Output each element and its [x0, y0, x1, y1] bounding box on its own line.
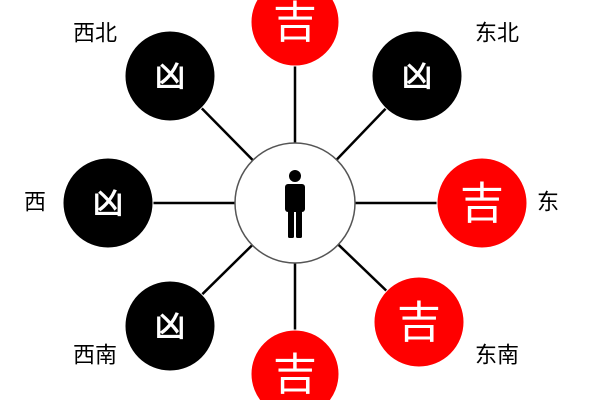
direction-label-northeast: 东北 [475, 22, 519, 47]
node-circle-northwest [124, 30, 216, 122]
direction-label-southeast: 东南 [475, 344, 519, 369]
node-west: 凶 [62, 157, 154, 249]
direction-label-east: 东 [537, 191, 559, 216]
spoke-northwest [200, 107, 254, 162]
node-glyph-southwest: 凶 [155, 310, 185, 345]
node-east: 吉 [436, 157, 528, 249]
node-glyph-east: 吉 [460, 179, 504, 230]
node-northwest: 凶 [124, 30, 216, 122]
node-circle-southeast [373, 276, 465, 368]
node-circle-south [250, 329, 340, 400]
node-circle-east [436, 157, 528, 249]
node-glyph-south: 吉 [273, 350, 317, 400]
node-glyph-west: 凶 [93, 187, 123, 222]
center-node [234, 142, 356, 264]
spoke-northeast [335, 107, 387, 161]
node-circle-southwest [124, 280, 216, 372]
node-north: 吉 [250, 0, 340, 67]
node-northeast: 凶 [371, 30, 463, 122]
node-southeast: 吉 [373, 276, 465, 368]
direction-label-west: 西 [24, 191, 46, 216]
spoke-southeast [337, 243, 388, 292]
spoke-southwest [201, 244, 254, 296]
direction-label-northwest: 西北 [73, 22, 117, 47]
node-glyph-northwest: 凶 [155, 60, 185, 95]
node-south: 吉 [250, 329, 340, 400]
node-glyph-north: 吉 [273, 0, 317, 49]
direction-label-southwest: 西南 [73, 344, 117, 369]
node-glyph-southeast: 吉 [397, 298, 441, 349]
node-southwest: 凶 [124, 280, 216, 372]
node-glyph-northeast: 凶 [402, 60, 432, 95]
node-circle-northeast [371, 30, 463, 122]
node-circle-west [62, 157, 154, 249]
spokes [153, 66, 437, 330]
node-circle-north [250, 0, 340, 67]
person-icon [285, 170, 305, 238]
